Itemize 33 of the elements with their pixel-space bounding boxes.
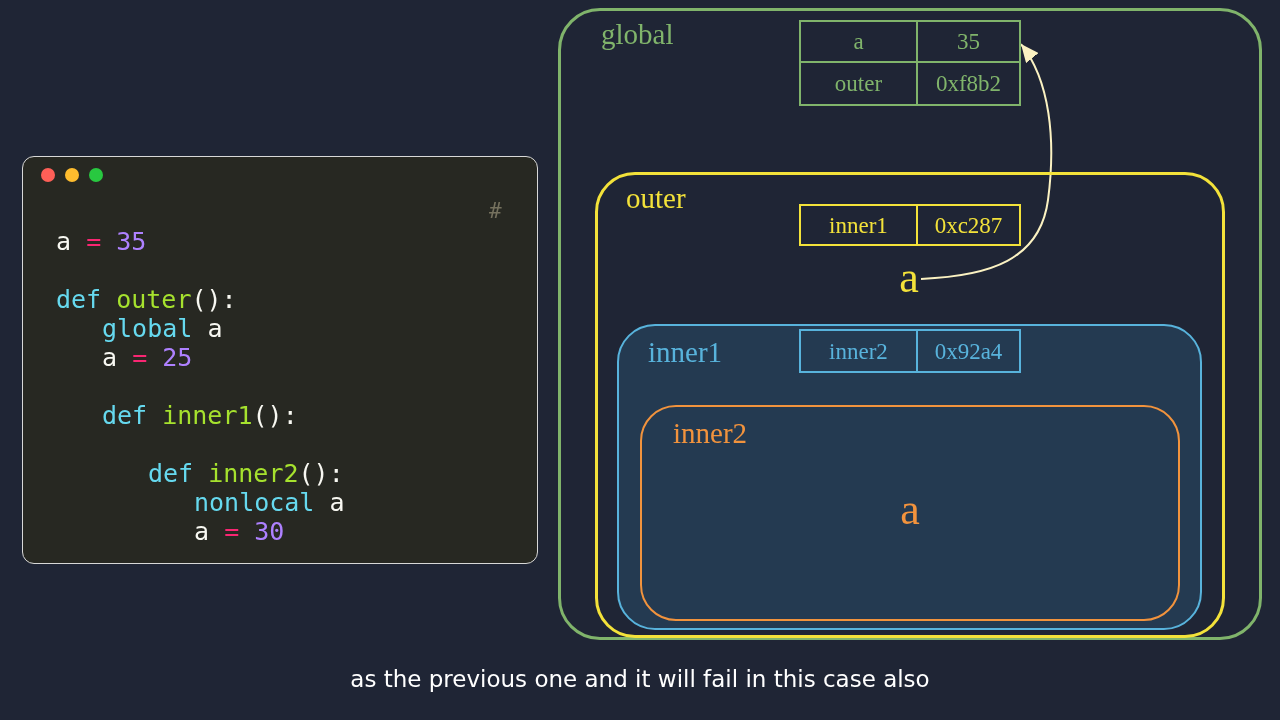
scope-frame	[558, 8, 1262, 640]
scope-label: inner1	[648, 335, 723, 369]
table-cell: 35	[918, 22, 1019, 63]
variable-table	[799, 329, 1021, 373]
variable-label: a	[897, 256, 921, 300]
code-line: a = 25	[102, 343, 193, 372]
scope-frame	[640, 405, 1180, 621]
table-cell-text: 0x92a4	[933, 337, 1004, 366]
scope-label: outer	[626, 181, 686, 215]
table-cell: inner1	[801, 206, 918, 244]
table-cell: a	[801, 22, 918, 63]
code-window	[22, 156, 538, 564]
code-line: global a	[102, 314, 223, 343]
code-line: def inner2():	[148, 459, 344, 488]
table-cell: outer	[801, 63, 918, 104]
scope-label: inner2	[673, 416, 748, 450]
scope-frame	[617, 324, 1202, 630]
table-cell: inner2	[801, 331, 918, 371]
curved-arrow	[920, 43, 1053, 280]
code-line: nonlocal a	[194, 488, 345, 517]
subtitle-caption: as the previous one and it will fail in this case also	[350, 665, 930, 694]
code-line: a = 30	[194, 517, 285, 546]
variable-table	[799, 20, 1021, 106]
code-line: a = 35	[56, 227, 147, 256]
scope-frame	[595, 172, 1225, 638]
code-line: def outer():	[56, 285, 237, 314]
comment-mark: #	[489, 199, 502, 223]
table-cell-text: 0xc287	[933, 211, 1004, 240]
variable-table	[799, 204, 1021, 246]
code-line: def inner1():	[102, 401, 298, 430]
table-cell-text: 0xf8b2	[934, 70, 1003, 98]
scope-label: global	[601, 17, 674, 51]
variable-label: a	[900, 488, 920, 532]
